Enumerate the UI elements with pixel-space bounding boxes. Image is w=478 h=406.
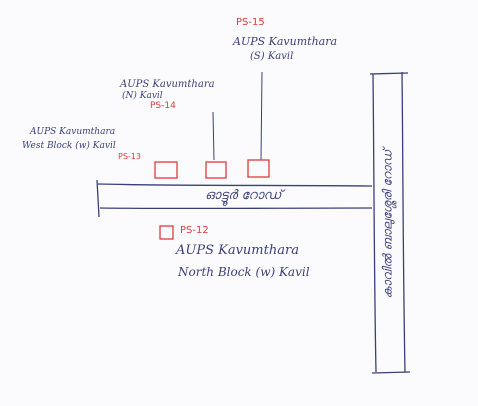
horizontal-road-top-edge [97, 183, 373, 187]
booth-block-ps13: West Block (w) Kavil [22, 141, 116, 151]
leader-line-ps15 [260, 71, 263, 161]
booth-school-ps12: AUPS Kavumthara [176, 243, 299, 258]
booth-id-ps13: PS-13 [118, 152, 141, 161]
booth-block-ps12: North Block (w) Kavil [178, 265, 310, 279]
booth-id-ps15: PS-15 [236, 17, 265, 28]
vertical-road-right-edge [401, 71, 406, 373]
vertical-road-name: കാവിൽ ബാലുശ്ശേരി റോഡ് [380, 149, 395, 299]
booth-school-ps13: AUPS Kavumthara [30, 127, 116, 137]
vertical-road-top-end [369, 72, 409, 75]
vertical-road-left-edge [372, 73, 377, 373]
booth-id-ps12: PS-12 [180, 225, 209, 236]
booth-id-ps14: PS-14 [150, 101, 176, 111]
booth-box-ps12 [159, 225, 174, 240]
booth-box-ps15 [247, 159, 270, 178]
booth-school-ps14: AUPS Kavumthara [120, 79, 215, 90]
booth-block-ps15: (S) Kavil [250, 51, 294, 62]
booth-block-ps14: (N) Kavil [122, 91, 163, 101]
vertical-road-bottom-end [371, 371, 411, 374]
booth-box-ps14 [205, 161, 227, 179]
booth-school-ps15: AUPS Kavumthara [233, 35, 338, 48]
leader-line-ps14 [212, 111, 215, 161]
horizontal-road-left-end [96, 179, 100, 218]
booth-box-ps13 [154, 161, 178, 179]
horizontal-road-name: ഓട്ടൂർ റോഡ് [205, 188, 282, 203]
